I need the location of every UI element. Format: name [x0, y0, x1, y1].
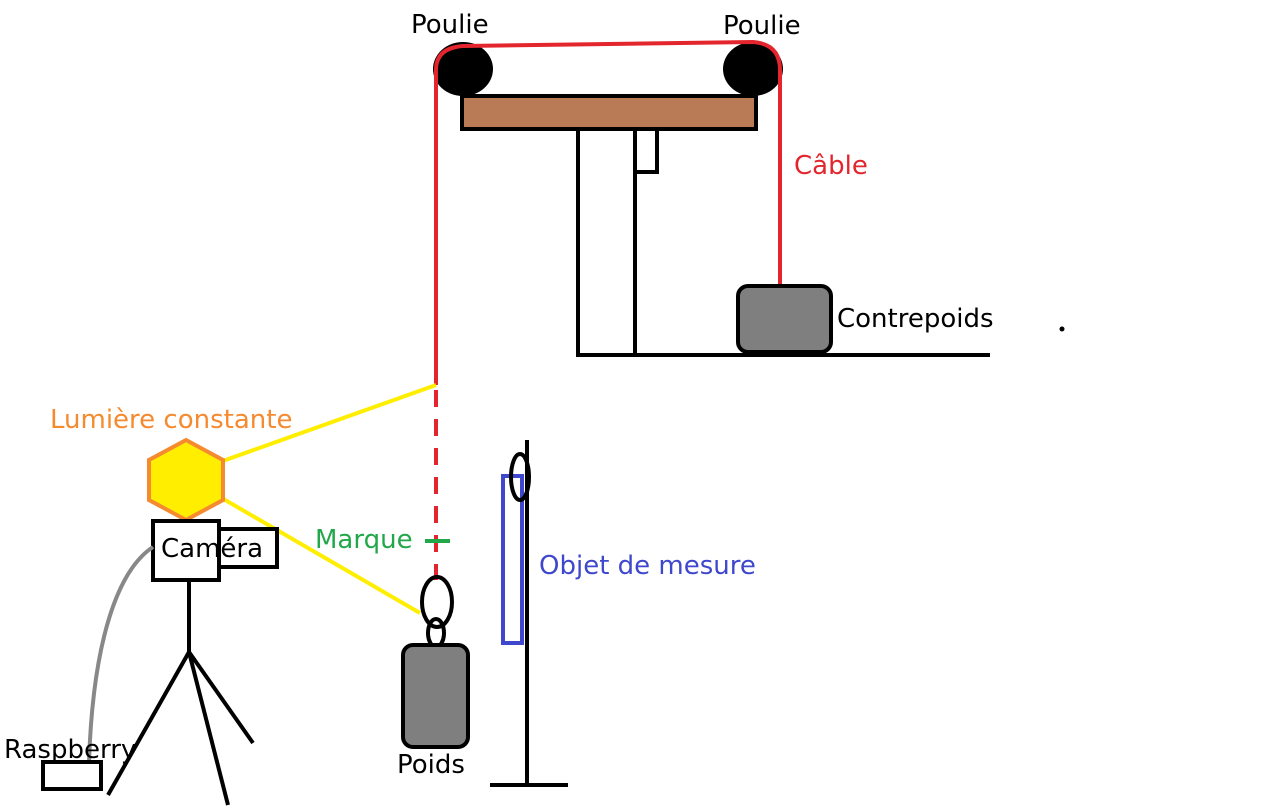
camera-lens-box	[216, 527, 279, 569]
light-beam-lower	[218, 495, 422, 615]
weight-block	[401, 643, 470, 749]
light-source-hexagon	[147, 437, 225, 523]
light-label: Lumière constante	[50, 405, 292, 435]
hook-upper-ring	[420, 575, 454, 629]
wooden-beam	[460, 94, 758, 131]
frame-bracket	[633, 126, 659, 174]
cable-label: Câble	[794, 151, 868, 181]
pulley-right-label: Poulie	[723, 11, 801, 41]
tripod-leg-right	[187, 650, 255, 745]
counterweight-block	[736, 284, 833, 354]
camera-label: Caméra	[161, 534, 263, 564]
hook-lower-ring	[426, 617, 446, 649]
pulley-left-wheel	[433, 42, 493, 96]
counterweight-label: Contrepoids	[837, 304, 994, 334]
pulley-left-label: Poulie	[411, 10, 489, 40]
measure-stand-clamp	[509, 452, 531, 502]
tripod-leg-middle	[187, 651, 230, 806]
camera-body	[151, 519, 221, 582]
mark-label: Marque	[315, 525, 413, 555]
weight-label: Poids	[397, 750, 465, 780]
raspberry-box	[41, 760, 103, 791]
camera-wire	[87, 545, 155, 763]
tripod-leg-left	[106, 651, 191, 796]
light-beam-upper	[219, 383, 437, 464]
measure-object-label: Objet de mesure	[539, 551, 756, 581]
stray-dot	[1059, 326, 1065, 332]
frame-post	[576, 126, 637, 357]
raspberry-label: Raspberry	[4, 735, 136, 765]
pulley-right-wheel	[723, 42, 783, 96]
cable-main	[434, 39, 782, 385]
